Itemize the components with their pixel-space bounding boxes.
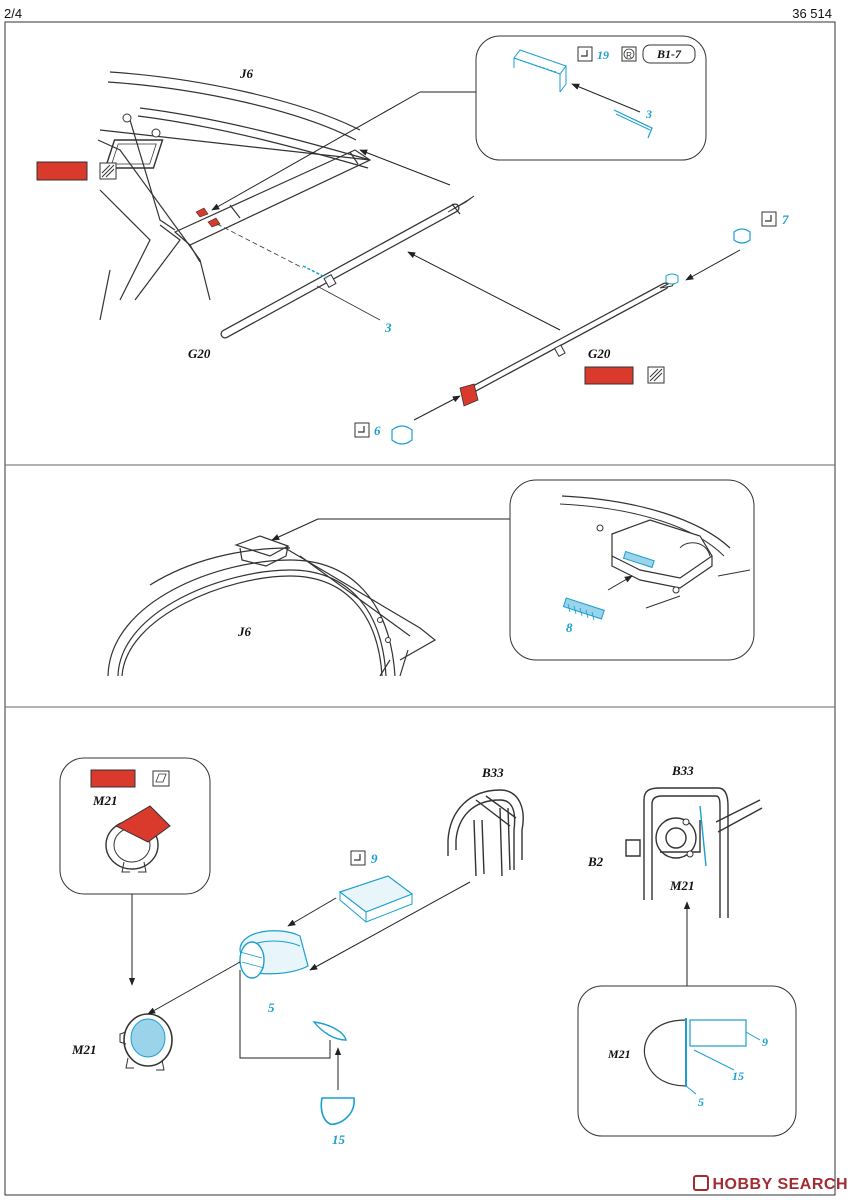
pe-label-7: 7 xyxy=(782,212,789,227)
detail-inset-2 xyxy=(509,479,755,661)
assembly-arrow xyxy=(413,395,461,421)
bolt-head xyxy=(377,617,383,623)
pe7-band-fitted xyxy=(665,273,679,285)
page-frame xyxy=(4,21,836,1196)
hatch-plate-inner xyxy=(111,143,157,165)
pe-label-8: 8 xyxy=(566,620,573,635)
part-label-j6: J6 xyxy=(239,66,254,81)
pe-label-3: 3 xyxy=(384,320,392,335)
guide-line xyxy=(316,285,381,321)
bolt-head xyxy=(682,818,690,826)
part-label-g20: G20 xyxy=(188,346,211,361)
watermark-logo-icon xyxy=(692,1175,709,1191)
watermark: HOBBY SEARCH xyxy=(692,1175,849,1194)
section-3: M21 M21 5 9 xyxy=(59,757,797,1147)
fold-icon-glyph xyxy=(358,426,365,433)
surface-icon xyxy=(152,770,170,787)
pe15-lens xyxy=(320,1097,355,1125)
section-2: J6 8 xyxy=(107,479,755,677)
assembly-arrow xyxy=(685,249,741,281)
assembly-arrow xyxy=(309,881,471,971)
assembled-headlight xyxy=(625,787,763,918)
page-number: 2/4 xyxy=(4,6,23,21)
pe3-wire xyxy=(613,109,653,139)
bolt-head xyxy=(122,113,132,123)
part-label-m21: M21 xyxy=(71,1042,97,1057)
bolt-head xyxy=(385,637,391,643)
fold-icon xyxy=(354,422,370,438)
part-label-b33: B33 xyxy=(481,765,504,780)
bolt-head xyxy=(686,850,694,858)
fold-icon-glyph xyxy=(765,215,772,222)
part-label-m21: M21 xyxy=(92,793,118,808)
headlight-m21 xyxy=(119,1013,173,1071)
ref-badge xyxy=(642,44,696,64)
rod-g20-right xyxy=(459,278,678,407)
set-number: 36 514 xyxy=(792,6,832,21)
red-paint-spot xyxy=(207,217,221,228)
pe15-lens-small xyxy=(312,1021,347,1041)
ref-badge-text: B1-7 xyxy=(656,47,682,61)
pe-label-15: 15 xyxy=(732,1069,744,1083)
watermark-text: HOBBY SEARCH xyxy=(712,1176,848,1193)
assembly-arrow xyxy=(407,251,561,331)
red-end-cap xyxy=(459,383,479,407)
detail-inset-m21 xyxy=(59,757,211,895)
bracket-b33 xyxy=(447,789,524,877)
bolt-head xyxy=(151,128,161,138)
detail-inset-3 xyxy=(577,985,797,1137)
pe-label-5: 5 xyxy=(268,1000,275,1015)
assembly-arrow xyxy=(147,961,241,1015)
rod-g20-left xyxy=(220,195,475,339)
pe-label-9: 9 xyxy=(371,851,378,866)
fold-icon xyxy=(761,211,777,227)
pe-label-15: 15 xyxy=(332,1132,346,1147)
part-label-m21: M21 xyxy=(669,878,695,893)
pe9-visor xyxy=(338,875,414,923)
red-paint-spot xyxy=(195,207,209,218)
paint-brush-icon-hatch xyxy=(649,368,663,382)
pe7-band xyxy=(733,228,751,244)
fold-icon xyxy=(350,850,366,866)
fold-icon-glyph xyxy=(354,854,361,861)
red-color-swatch xyxy=(90,769,136,788)
inset-callout-arrow xyxy=(271,518,319,541)
part-label-b33: B33 xyxy=(671,763,694,778)
section-1: J6 G20 G20 3 7 6 19 R B1-7 3 xyxy=(36,35,789,445)
guide-line xyxy=(216,223,304,269)
pe-label-6: 6 xyxy=(374,423,381,438)
part-label-g20: G20 xyxy=(588,346,611,361)
detail-inset-1 xyxy=(475,35,707,161)
pe5-shroud xyxy=(239,930,309,979)
pe-label-5: 5 xyxy=(698,1095,704,1109)
pe8-part xyxy=(562,597,605,620)
guide-line xyxy=(239,970,331,1059)
fold-icon xyxy=(577,46,593,62)
hatch-plate xyxy=(104,139,164,169)
pe-label-3: 3 xyxy=(645,107,652,121)
r-mark-text: R xyxy=(626,51,632,60)
red-color-swatch xyxy=(36,161,88,181)
red-color-swatch xyxy=(584,366,634,385)
pe-label-9: 9 xyxy=(762,1035,768,1049)
assembly-arrow xyxy=(287,897,337,927)
part-label-m21: M21 xyxy=(607,1047,631,1061)
paint-brush-icon-hatch xyxy=(101,164,115,178)
assembly-arrow xyxy=(359,149,451,186)
part-label-j6: J6 xyxy=(237,624,252,639)
part-label-b2: B2 xyxy=(587,854,604,869)
pe-label-19: 19 xyxy=(597,48,609,62)
inset-callout-arrow xyxy=(211,91,421,211)
hull-j6-drawing xyxy=(97,71,372,321)
pe8-fitted xyxy=(622,550,655,569)
pe3-dashed-part xyxy=(302,265,328,279)
hull-ring-drawing xyxy=(107,535,437,677)
pe6-band xyxy=(391,425,413,445)
